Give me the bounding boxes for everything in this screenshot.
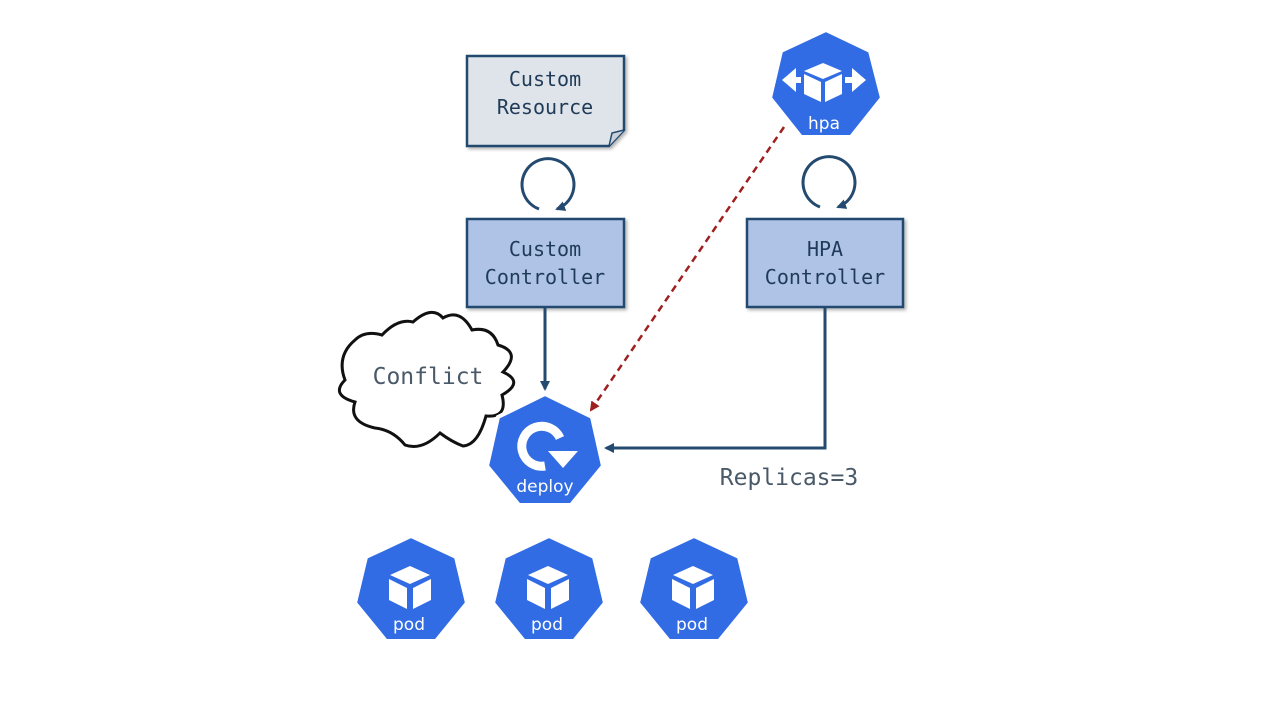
pod-icon-3: pod	[635, 533, 753, 643]
deploy-icon: deploy	[484, 391, 606, 507]
hpa-controller-to-deploy-arrow	[604, 308, 827, 453]
cube-icon	[527, 566, 569, 609]
custom-controller-label-line2: Controller	[485, 265, 605, 289]
hpa-reconcile-loop-icon	[801, 155, 857, 209]
cube-icon	[672, 566, 714, 609]
replicas-label: Replicas=3	[720, 465, 858, 491]
rotate-icon	[517, 421, 578, 471]
pod-label: pod	[531, 615, 563, 635]
pod-icon-1: pod	[352, 533, 470, 643]
hpa-icon: hpa	[767, 27, 885, 139]
hpa-controller-label-line1: HPA	[807, 237, 843, 261]
conflict-label: Conflict	[373, 364, 484, 390]
hpa-icon-label: hpa	[808, 114, 840, 134]
pod-label: pod	[676, 615, 708, 635]
custom-resource-label-line2: Resource	[497, 95, 593, 119]
cube-icon	[389, 566, 431, 609]
hpa-controller-box: HPA Controller	[745, 217, 905, 309]
custom-controller-box: Custom Controller	[465, 217, 626, 309]
hpa-controller-label-line2: Controller	[765, 265, 885, 289]
deploy-icon-label: deploy	[516, 477, 573, 497]
custom-resource-box: Custom Resource	[465, 54, 626, 148]
pod-label: pod	[393, 615, 425, 635]
custom-resource-label-line1: Custom	[509, 67, 581, 91]
custom-reconcile-loop-icon	[520, 157, 576, 211]
cube-icon	[801, 60, 845, 106]
conflict-burst: Conflict	[337, 310, 516, 448]
pod-icon-2: pod	[490, 533, 608, 643]
custom-controller-label-line1: Custom	[509, 237, 581, 261]
hpa-to-deploy-dashed-arrow	[589, 126, 786, 412]
